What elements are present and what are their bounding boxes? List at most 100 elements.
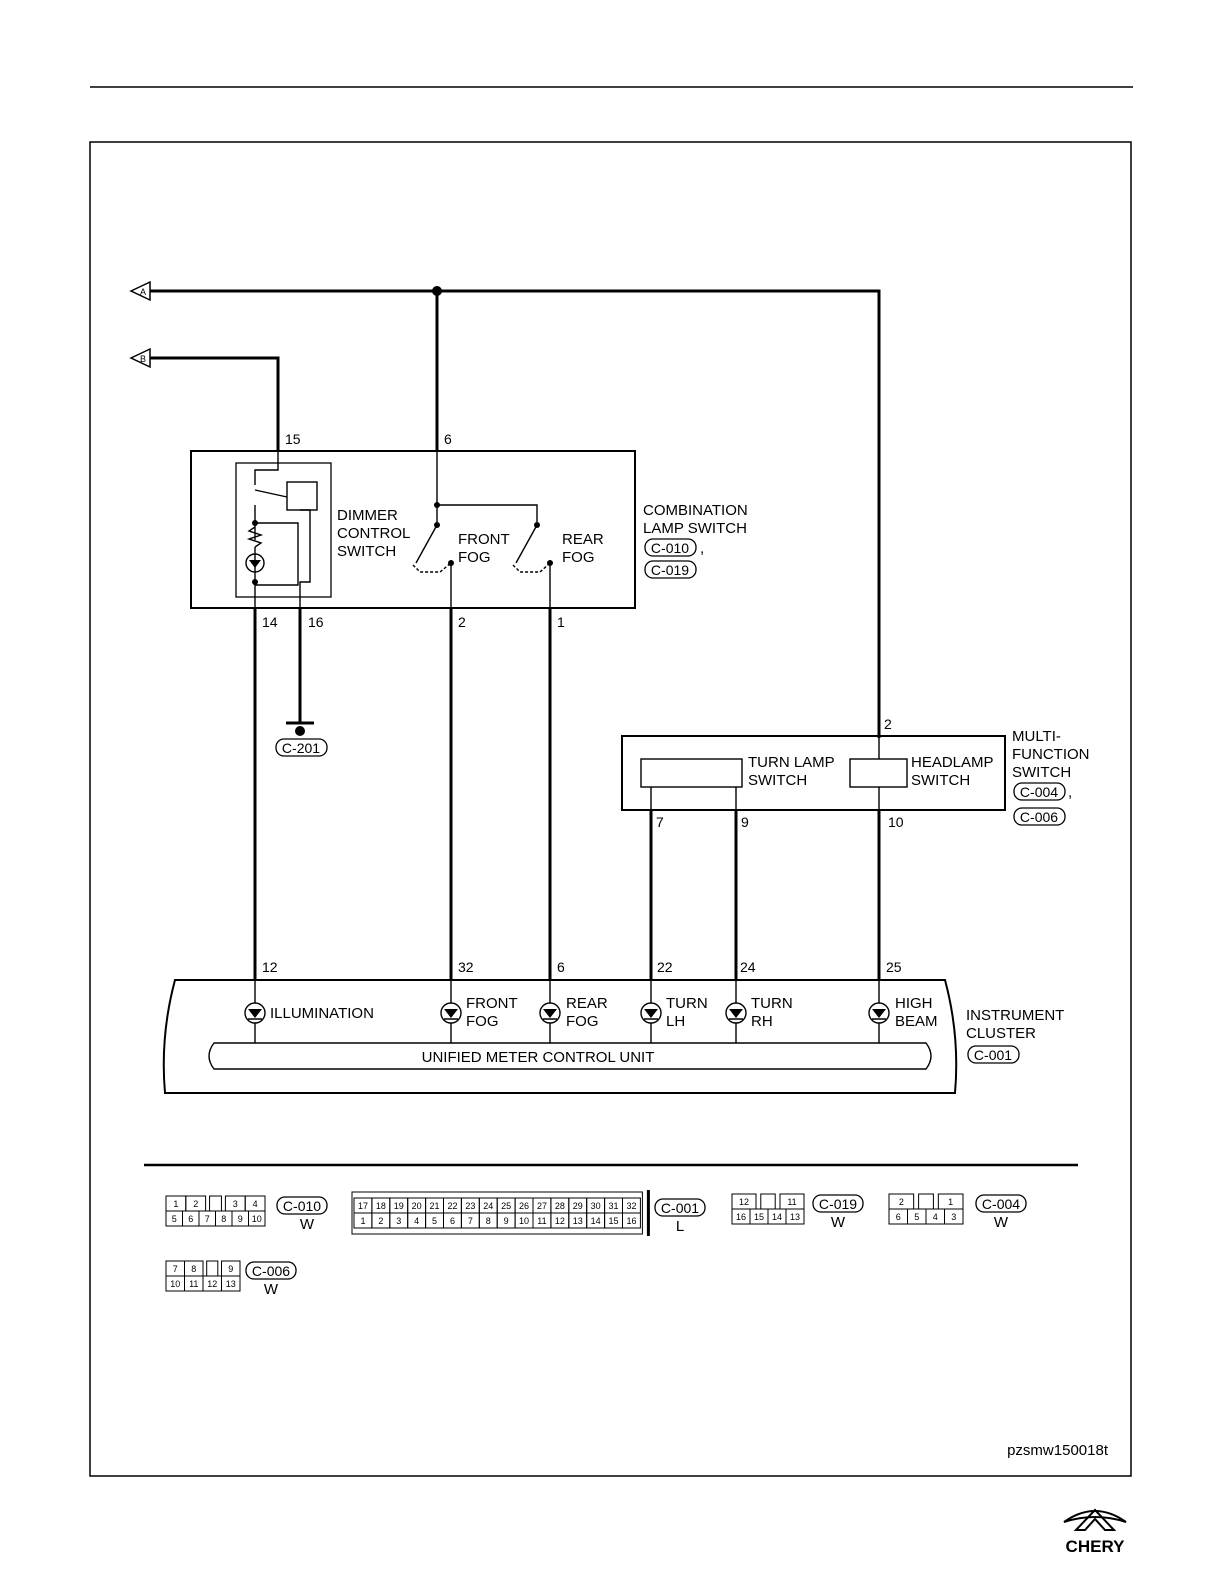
pin-cell: 12 xyxy=(555,1216,565,1226)
pin-cell: 23 xyxy=(465,1201,475,1211)
pin-cell: 7 xyxy=(205,1214,210,1224)
pin-cell: 22 xyxy=(447,1201,457,1211)
ic-pin-24: 24 xyxy=(740,959,756,975)
dimmer-label-1: DIMMER xyxy=(337,507,398,524)
pin-cell: 6 xyxy=(450,1216,455,1226)
pin-cell: 1 xyxy=(360,1216,365,1226)
combination-title-2: LAMP SWITCH xyxy=(643,520,747,537)
pin-cell: 10 xyxy=(170,1279,180,1289)
pin-15: 15 xyxy=(285,431,301,447)
combination-title-1: COMBINATION xyxy=(643,502,748,519)
cluster-title-2: CLUSTER xyxy=(966,1025,1036,1042)
headlamp-label-2: SWITCH xyxy=(911,772,970,789)
pin-cell: 5 xyxy=(432,1216,437,1226)
pin-14: 14 xyxy=(262,614,278,630)
pin-cell: 7 xyxy=(468,1216,473,1226)
mfs-pin-10: 10 xyxy=(888,814,904,830)
ind-turnrh-label-2: RH xyxy=(751,1013,773,1030)
pin-1: 1 xyxy=(557,614,565,630)
pin-cell: 13 xyxy=(573,1216,583,1226)
svg-text:,: , xyxy=(1068,784,1072,801)
ground-symbol: C-201 xyxy=(275,721,328,757)
pin-cell: 4 xyxy=(253,1199,258,1209)
figure-frame xyxy=(89,141,1132,1477)
combination-conn-2: C-019 xyxy=(651,562,689,578)
indicator-illumination xyxy=(244,980,266,1043)
ic-pin-6: 6 xyxy=(557,959,565,975)
wires xyxy=(150,286,881,980)
ind-high-label-1: HIGH xyxy=(895,995,933,1012)
signal-flag-a: A xyxy=(129,280,151,302)
ic-pin-25: 25 xyxy=(886,959,902,975)
pin-cell: 13 xyxy=(226,1279,236,1289)
headlamp-label-1: HEADLAMP xyxy=(911,754,994,771)
svg-text:,: , xyxy=(700,540,704,557)
wire-b-to-pin15 xyxy=(150,356,280,451)
mfs-title-2: FUNCTION xyxy=(1012,746,1090,763)
pin-cell: 11 xyxy=(787,1197,796,1207)
mfs-conn-2: C-006 xyxy=(1020,809,1058,825)
pin-cell: 7 xyxy=(173,1264,178,1274)
signal-flag-b: B xyxy=(129,347,151,369)
pin-cell: 8 xyxy=(486,1216,491,1226)
dimmer-label-3: SWITCH xyxy=(337,543,396,560)
pin-cell: 10 xyxy=(252,1214,262,1224)
ind-illumination-label: ILLUMINATION xyxy=(270,1005,374,1022)
pin-cell: 16 xyxy=(626,1216,636,1226)
mfs-pin-2: 2 xyxy=(884,716,892,732)
pin-cell: 5 xyxy=(914,1212,919,1222)
pin-cell: 28 xyxy=(555,1201,565,1211)
pin-cell: 19 xyxy=(394,1201,404,1211)
pin-cell: 13 xyxy=(790,1212,800,1222)
ic-pin-12: 12 xyxy=(262,959,278,975)
pin-cell: 29 xyxy=(573,1201,583,1211)
connector-color: W xyxy=(300,1216,315,1233)
ind-turnlh-label-1: TURN xyxy=(666,995,708,1012)
indicator-rear-fog xyxy=(539,980,561,1043)
ind-front-label-2: FOG xyxy=(466,1013,499,1030)
pin-cell: 6 xyxy=(896,1212,901,1222)
instrument-cluster: UNIFIED METER CONTROL UNIT xyxy=(162,959,1064,1094)
pin-cell: 5 xyxy=(172,1214,177,1224)
pin-cell: 27 xyxy=(537,1201,547,1211)
pin-6: 6 xyxy=(444,431,452,447)
pin-cell: 12 xyxy=(739,1197,749,1207)
turn-lamp-label-1: TURN LAMP xyxy=(748,754,835,771)
cluster-conn: C-001 xyxy=(974,1047,1012,1063)
mfs-title-3: SWITCH xyxy=(1012,764,1071,781)
connector-color: W xyxy=(994,1214,1009,1231)
pin-cell: 2 xyxy=(193,1199,198,1209)
pin-cell: 10 xyxy=(519,1216,529,1226)
ind-turnrh-label-1: TURN xyxy=(751,995,793,1012)
combination-lamp-switch: DIMMER CONTROL SWITCH FRONT FOG REAR FOG… xyxy=(190,431,748,630)
figure-code: pzsmw150018t xyxy=(1007,1442,1109,1459)
connector-id: C-010 xyxy=(283,1198,321,1214)
pin-cell: 15 xyxy=(754,1212,764,1222)
pin-cell: 6 xyxy=(188,1214,193,1224)
connector-color: W xyxy=(264,1281,279,1298)
pin-cell: 24 xyxy=(483,1201,493,1211)
connector-id: C-001 xyxy=(661,1200,699,1216)
mfs-pin-7: 7 xyxy=(656,814,664,830)
front-fog-label-1: FRONT xyxy=(458,531,510,548)
pin-cell: 9 xyxy=(504,1216,509,1226)
pin-cell: 20 xyxy=(412,1201,422,1211)
indicator-turn-lh xyxy=(640,980,662,1043)
connector-id: C-019 xyxy=(819,1196,857,1212)
ind-front-label-1: FRONT xyxy=(466,995,518,1012)
multi-function-switch: TURN LAMP SWITCH HEADLAMP SWITCH 2 7 9 1… xyxy=(621,716,1090,830)
indicator-front-fog xyxy=(440,980,462,1043)
pin-cell: 4 xyxy=(933,1212,938,1222)
pin-cell: 2 xyxy=(899,1197,904,1207)
dimmer-label-2: CONTROL xyxy=(337,525,410,542)
pin-cell: 11 xyxy=(189,1279,198,1289)
cluster-title-1: INSTRUMENT xyxy=(966,1007,1064,1024)
connector-id: C-004 xyxy=(982,1196,1020,1212)
wire-a-bus xyxy=(150,289,881,738)
pin-cell: 4 xyxy=(414,1216,419,1226)
